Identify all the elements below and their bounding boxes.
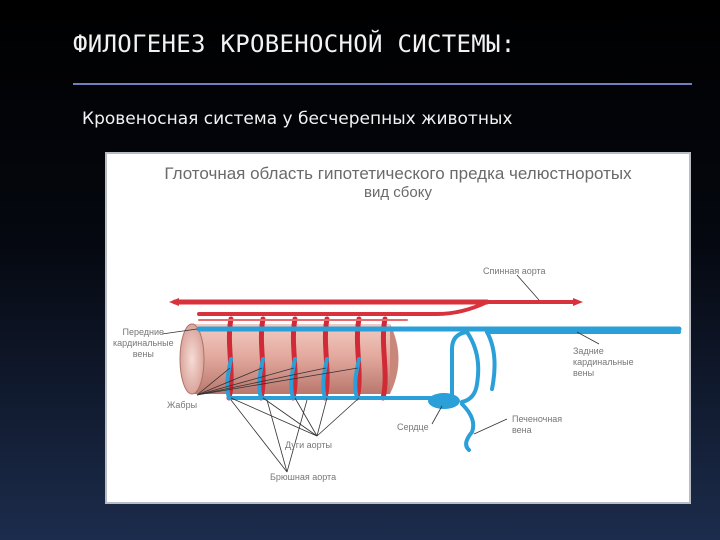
diagram-drawing [161, 274, 682, 473]
heart [428, 393, 460, 409]
slide-subtitle: Кровеносная система у бесчерепных животн… [82, 109, 513, 129]
label-aortic-arches: Дуги аорты [285, 440, 333, 450]
slide-title: ФИЛОГЕНЕЗ КРОВЕНОСНОЙ СИСТЕМЫ: [73, 30, 516, 58]
label-hepatic-vein: Печеночная вена [512, 414, 563, 435]
label-posterior-cardinal: Задние кардинальные вены [573, 346, 634, 378]
title-divider [73, 83, 692, 85]
figure-heading: Глоточная область гипотетического предка… [164, 164, 632, 183]
venous-system [196, 326, 682, 452]
figure-subheading: вид сбоку [364, 184, 432, 201]
label-ventral-aorta: Брюшная аорта [270, 472, 337, 482]
label-anterior-cardinal: Передние кардинальные вены [113, 327, 174, 359]
circulatory-diagram: Глоточная область гипотетического предка… [105, 152, 691, 504]
pharynx-tube [179, 323, 399, 395]
dorsal-aorta [169, 298, 583, 321]
leader-lines [161, 274, 600, 473]
label-heart: Сердце [397, 422, 429, 432]
label-dorsal-aorta: Спинная аорта [483, 266, 546, 276]
label-gills: Жабры [167, 400, 198, 410]
